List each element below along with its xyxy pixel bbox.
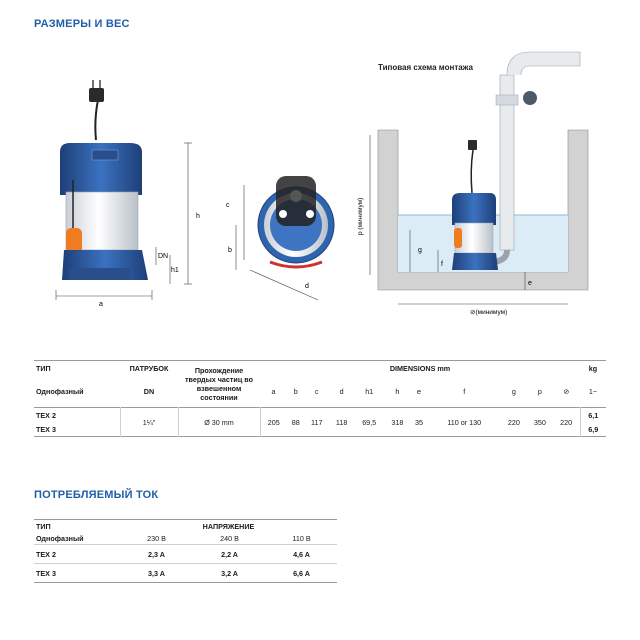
pump-top-view: c b d [226, 176, 335, 301]
dim-label-d: d [305, 283, 309, 290]
col-outlet-header: ПАТРУБОК [129, 363, 169, 373]
pump-front-view: a h h1 DN [55, 80, 200, 308]
dim-label-e: e [528, 280, 532, 287]
dim-label-p-min: p (минимум) [357, 198, 364, 235]
dim-col-c: c [314, 386, 319, 396]
weight-value: 6,1 [579, 407, 606, 422]
dim-label-dn: DN [158, 253, 168, 260]
dim-value-d: 118 [335, 417, 348, 427]
dim-label-h: h [196, 213, 200, 220]
dim-col-g: g [511, 386, 516, 396]
dim-value-p: 350 [533, 417, 546, 427]
dim-col-a: a [271, 386, 276, 396]
dim-value-g: 220 [507, 417, 520, 427]
dim-label-b: b [228, 247, 232, 254]
dim-label-c: c [226, 202, 230, 209]
outlet-value: 1¼" [119, 407, 178, 437]
model-name: TEX 2 [36, 410, 56, 420]
model-name: TEX 3 [34, 563, 120, 583]
installation-scheme: p (минимум) g f e ⊘(минимум) [357, 51, 589, 316]
dim-value-f: 110 or 130 [447, 417, 482, 427]
col-dimensions-header: DIMENSIONS mm [389, 363, 451, 373]
dimensions-table: ТИП ПАТРУБОК Прохождение твердых частиц … [34, 360, 606, 437]
col-solids-header: Прохождение твердых частиц во взвешенном… [185, 366, 253, 402]
current-value: 2,3 A [120, 544, 194, 564]
dim-col-h1: h1 [365, 386, 374, 396]
dim-col-diameter: ⊘ [563, 386, 570, 396]
dimensions-section-title: РАЗМЕРЫ И ВЕС [34, 18, 130, 30]
dim-value-c: 117 [311, 417, 323, 427]
col-voltage-header: НАПРЯЖЕНИЕ [120, 519, 337, 532]
model-name: TEX 3 [36, 424, 56, 434]
current-value: 4,6 A [266, 544, 337, 564]
current-section-title: ПОТРЕБЛЯЕМЫЙ ТОК [34, 489, 159, 501]
dim-value-h1: 69,5 [362, 417, 377, 427]
col-outlet-sub: DN [143, 386, 155, 396]
model-name: TEX 2 [34, 544, 120, 564]
weight-value: 6,9 [579, 422, 606, 437]
dim-col-b: b [293, 386, 298, 396]
voltage-110: 110 В [292, 533, 311, 543]
col-kg-header: kg [588, 363, 598, 373]
dim-label-g: g [418, 247, 422, 254]
dim-col-e: e [416, 386, 421, 396]
dim-value-h: 318 [391, 417, 404, 427]
current-value: 3,3 A [120, 563, 194, 583]
dim-value-a: 205 [259, 407, 288, 437]
voltage-240: 240 В [220, 533, 239, 543]
col-type-sub: Однофазный [36, 386, 84, 396]
dim-value-e: 35 [414, 417, 423, 427]
voltage-230: 230 В [147, 533, 166, 543]
dim-value-diameter: 220 [560, 417, 573, 427]
col-type-sub: Однофазный [36, 533, 84, 543]
current-value: 6,6 A [266, 563, 337, 583]
dim-col-h: h [395, 386, 400, 396]
dim-label-h1: h1 [171, 267, 179, 274]
dim-col-d: d [339, 386, 344, 396]
solids-value: Ø 30 mm [177, 407, 260, 437]
dim-col-p: p [537, 386, 542, 396]
col-type-header: ТИП [36, 363, 51, 373]
installation-scheme-label: Типовая схема монтажа [378, 63, 473, 72]
current-value: 2,2 A [193, 544, 267, 564]
current-value: 3,2 A [193, 563, 267, 583]
pump-dimension-drawing: a h h1 DN c b d [55, 51, 589, 316]
dim-label-w-min: ⊘(минимум) [470, 309, 507, 316]
dim-col-f: f [463, 386, 466, 396]
dim-value-b: 88 [291, 417, 300, 427]
dim-label-a: a [99, 301, 103, 308]
col-type-header: ТИП [34, 519, 120, 532]
current-table: ТИП НАПРЯЖЕНИЕ Однофазный 230 В 240 В 11… [34, 519, 337, 583]
dim-label-f: f [441, 261, 443, 268]
col-kg-sub: 1~ [588, 386, 598, 396]
